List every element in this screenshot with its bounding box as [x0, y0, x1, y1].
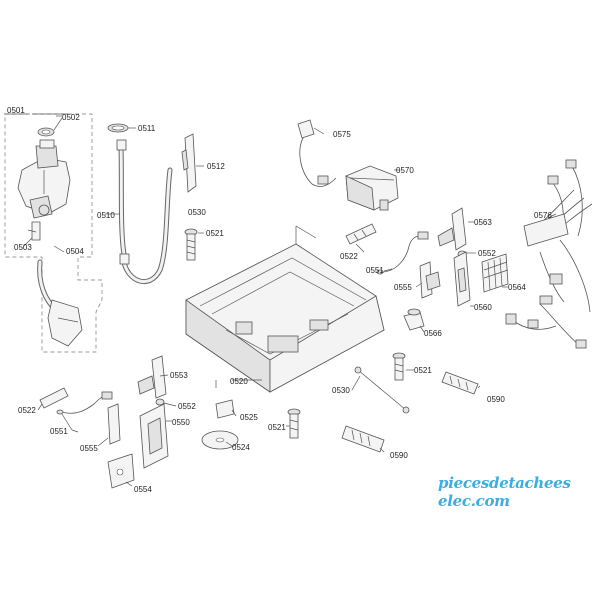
part-0555-hinge-upper [419, 261, 441, 299]
label-0551-lower: 0551 [50, 427, 68, 436]
part-0511-hose-clamp [107, 123, 129, 133]
label-0550: 0550 [172, 418, 190, 427]
part-0564-grid-connector [481, 253, 509, 293]
label-0522-lower: 0522 [18, 406, 36, 415]
part-0575-power-cable [297, 119, 337, 187]
part-0530-rod [354, 366, 410, 414]
label-0525: 0525 [240, 413, 258, 422]
label-0566: 0566 [424, 329, 442, 338]
part-0550-hinge-bracket [139, 403, 169, 469]
label-0501: 0501 [7, 106, 25, 115]
label-0502: 0502 [62, 113, 80, 122]
part-0570-control-module [345, 165, 399, 211]
part-0560-door-hinge-bracket [453, 251, 471, 307]
label-0554: 0554 [134, 485, 152, 494]
label-0552-lower: 0552 [178, 402, 196, 411]
part-0524-float-disk [201, 430, 239, 450]
label-0563: 0563 [474, 218, 492, 227]
part-0554-hinge-plate [107, 453, 135, 489]
label-0524: 0524 [232, 443, 250, 452]
label-0575: 0575 [333, 130, 351, 139]
part-0576-wiring-harness [505, 159, 593, 349]
label-0510: 0510 [97, 211, 115, 220]
part-0521-foot-screw-lower [287, 408, 301, 439]
part-0553-bracket [137, 355, 167, 399]
leader-lines [4, 113, 557, 487]
label-0521-right: 0521 [414, 366, 432, 375]
label-0555-upper: 0555 [394, 283, 412, 292]
label-0564: 0564 [508, 283, 526, 292]
label-0590-upper: 0590 [487, 395, 505, 404]
part-0555-hinge-lower [107, 403, 121, 445]
label-0552-upper: 0552 [478, 249, 496, 258]
label-0504: 0504 [66, 247, 84, 256]
label-0555-lower: 0555 [80, 444, 98, 453]
label-0570: 0570 [396, 166, 414, 175]
part-0521-foot-screw-right [392, 352, 406, 381]
watermark: piecesdetachees elec.com [438, 474, 571, 510]
label-0521-lower: 0521 [268, 423, 286, 432]
label-0521-top: 0521 [206, 229, 224, 238]
part-0590-foot-rail-upper [441, 371, 479, 395]
part-0502-seal-ring [37, 127, 55, 137]
label-0553: 0553 [170, 371, 188, 380]
label-0576: 0576 [534, 211, 552, 220]
part-0551-sensor-cable-lower [56, 391, 113, 415]
part-0522-screw-lower [39, 387, 69, 409]
label-0512: 0512 [207, 162, 225, 171]
label-0522-upper: 0522 [340, 252, 358, 261]
part-0566-small-clip [403, 308, 425, 331]
part-0552-clip-lower [155, 398, 165, 406]
label-0511: 0511 [138, 124, 156, 133]
part-0504-inlet-valve [17, 139, 71, 219]
part-0503-clip [27, 221, 41, 241]
part-0512-hose-bracket [181, 133, 197, 193]
label-0520: 0520 [230, 377, 248, 386]
part-0590-foot-rail-lower [341, 425, 385, 453]
part-0520-base-tub [185, 225, 385, 393]
label-0590-lower: 0590 [390, 451, 408, 460]
valve-group-frame [4, 113, 103, 353]
part-0551-sensor-cable-upper [376, 231, 429, 275]
part-0510-drain-hose [116, 139, 173, 284]
label-0503: 0503 [14, 243, 32, 252]
label-0551-upper: 0551 [366, 266, 384, 275]
part-0521-foot-screw-top [184, 228, 198, 261]
label-0560: 0560 [474, 303, 492, 312]
part-0563-bracket [437, 207, 467, 251]
part-0522-screw-upper [345, 223, 377, 245]
part-0525-clip [215, 399, 235, 419]
label-0530-lower: 0530 [332, 386, 350, 395]
label-0530-top: 0530 [188, 208, 206, 217]
